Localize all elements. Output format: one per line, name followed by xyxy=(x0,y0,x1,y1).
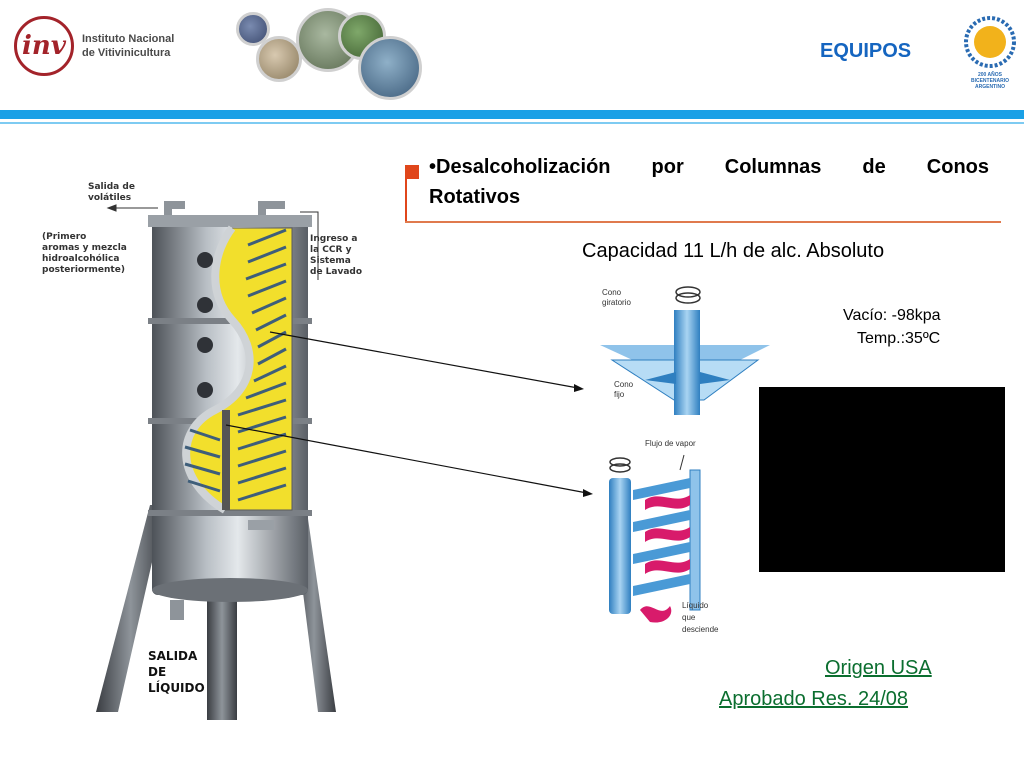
liquid-exit-line3: LÍQUIDO xyxy=(148,681,205,695)
volatiles-exit-line1: Salida de xyxy=(88,182,135,192)
fixed-cone-label: Cono fijo xyxy=(614,380,633,400)
institute-name-line2: de Vitivinicultura xyxy=(82,47,171,59)
vapor-flow-label: Flujo de vapor xyxy=(645,439,696,448)
bicentenario-line2: BICENTENARIO xyxy=(970,78,1010,84)
header-divider-thick xyxy=(0,110,1024,119)
first-aromas-line3: hidroalcohólica xyxy=(42,254,120,264)
capacity-text: Capacidad 11 L/h de alc. Absoluto xyxy=(582,240,885,262)
approval-link[interactable]: Aprobado Res. 24/08 xyxy=(719,688,909,710)
title-bullet: • xyxy=(429,156,437,178)
inv-logo-mark: inv xyxy=(14,16,74,76)
grapes-photo xyxy=(236,12,270,46)
vineyard-photo-strip xyxy=(226,6,426,102)
first-aromas-line2: aromas y mezcla xyxy=(42,243,127,253)
header-divider-thin xyxy=(0,122,1024,124)
ccr-inlet-label: Ingreso a la CCR y Sistema de Lavado xyxy=(310,234,362,278)
heading-accent-line xyxy=(405,165,407,223)
origin-link[interactable]: Origen USA xyxy=(825,657,932,679)
liquid-exit-label: SALIDA DE LÍQUIDO xyxy=(148,648,205,696)
volatiles-exit-line2: volátiles xyxy=(88,193,132,203)
pointer-arrows xyxy=(225,331,593,497)
section-title: •Desalcoholización por Columnas de Conos… xyxy=(429,152,989,212)
descending-liquid-line3: desciende xyxy=(682,625,719,634)
bicentenario-line1: 200 AÑOS xyxy=(978,72,1002,78)
heading-underline xyxy=(405,221,1001,223)
column-body xyxy=(148,201,312,602)
first-aromas-line4: posteriormente) xyxy=(42,265,125,275)
vacuum-text: Vacío: -98kpa xyxy=(843,307,941,324)
rotating-cone-label: Cono giratorio xyxy=(602,288,631,308)
title-text: Desalcoholización por Columnas de Conos … xyxy=(429,156,989,208)
ccr-inlet-line4: de Lavado xyxy=(310,267,363,277)
descending-liquid-line1: Líquido xyxy=(682,601,709,610)
institute-name-line1: Instituto Nacional xyxy=(82,33,175,45)
temperature-text: Temp.:35ºC xyxy=(857,330,941,347)
first-aromas-line1: (Primero xyxy=(42,232,87,242)
bicentenario-logo: 200 AÑOS BICENTENARIO ARGENTINO xyxy=(962,14,1018,94)
sun-emblem-icon xyxy=(964,16,1016,68)
worker-photo xyxy=(358,36,422,100)
rotating-cone-line2: giratorio xyxy=(602,298,631,307)
liquid-exit-line2: DE xyxy=(148,665,167,679)
lab-photo xyxy=(256,36,302,82)
bicentenario-line3: ARGENTINO xyxy=(975,84,1005,90)
column-legs xyxy=(96,505,336,720)
rotating-cone-line1: Cono xyxy=(602,288,622,297)
fixed-cone-line1: Cono xyxy=(614,380,634,389)
slide-header: inv Instituto Nacional de Vitivinicultur… xyxy=(0,0,1024,110)
descending-liquid-line2: que xyxy=(682,613,696,622)
descending-liquid-label: Líquido que desciende xyxy=(682,600,718,636)
ccr-inlet-line3: Sistema xyxy=(310,256,351,266)
liquid-exit-line1: SALIDA xyxy=(148,649,198,663)
column-annotation-lines xyxy=(106,204,319,280)
first-aromas-label: (Primero aromas y mezcla hidroalcohólica… xyxy=(42,232,127,276)
video-placeholder xyxy=(759,387,1005,572)
heading-accent-square xyxy=(405,165,419,179)
institute-name: Instituto Nacional de Vitivinicultura xyxy=(82,32,174,60)
fixed-cone-line2: fijo xyxy=(614,390,625,399)
bicentenario-caption: 200 AÑOS BICENTENARIO ARGENTINO xyxy=(962,72,1018,90)
inv-logo: inv Instituto Nacional de Vitivinicultur… xyxy=(14,16,194,76)
vapor-flow-diagram xyxy=(609,454,701,623)
ccr-inlet-line1: Ingreso a xyxy=(310,234,358,244)
ccr-inlet-line2: la CCR y xyxy=(310,245,352,255)
page-title: EQUIPOS xyxy=(820,40,912,62)
volatiles-exit-label: Salida de volátiles xyxy=(88,182,135,204)
